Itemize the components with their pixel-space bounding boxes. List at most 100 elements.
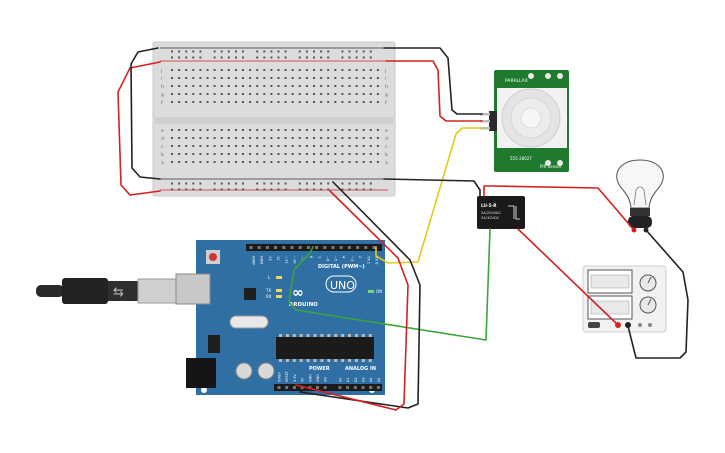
breadboard-hole[interactable] (192, 93, 195, 95)
breadboard-hole[interactable] (376, 77, 379, 79)
breadboard-hole[interactable] (249, 137, 252, 139)
breadboard-hole[interactable] (171, 145, 173, 147)
breadboard-hole[interactable] (291, 145, 294, 147)
rail-hole[interactable] (242, 188, 244, 191)
rail-hole[interactable] (327, 188, 330, 191)
breadboard-hole[interactable] (256, 137, 259, 139)
rail-hole[interactable] (341, 56, 344, 59)
breadboard-hole[interactable] (348, 77, 351, 79)
breadboard-hole[interactable] (213, 161, 216, 163)
breadboard-hole[interactable] (249, 69, 252, 71)
breadboard-hole[interactable] (313, 153, 315, 155)
breadboard-hole[interactable] (242, 93, 244, 95)
breadboard-hole[interactable] (369, 77, 372, 79)
digital-pin-socket[interactable] (339, 246, 343, 249)
breadboard-hole[interactable] (327, 145, 330, 147)
breadboard-hole[interactable] (213, 129, 216, 131)
rail-hole[interactable] (369, 182, 372, 185)
negative-terminal[interactable] (625, 322, 631, 328)
breadboard-hole[interactable] (298, 101, 301, 103)
breadboard-hole[interactable] (305, 161, 308, 163)
breadboard-hole[interactable] (341, 153, 344, 155)
rail-hole[interactable] (341, 50, 344, 53)
pir-pin-vcc[interactable] (480, 120, 490, 123)
breadboard-hole[interactable] (171, 101, 173, 103)
breadboard-hole[interactable] (178, 145, 181, 147)
breadboard-hole[interactable] (277, 85, 280, 87)
breadboard-hole[interactable] (192, 137, 195, 139)
reset-button[interactable] (209, 253, 217, 261)
breadboard-hole[interactable] (249, 77, 252, 79)
breadboard-hole[interactable] (178, 93, 181, 95)
breadboard-hole[interactable] (334, 161, 337, 163)
wire-red-arduino-5v[interactable] (295, 190, 409, 411)
digital-pin-socket[interactable] (323, 246, 327, 249)
rail-hole[interactable] (313, 188, 315, 191)
breadboard-hole[interactable] (263, 85, 266, 87)
rail-hole[interactable] (327, 182, 330, 185)
power-pin-socket[interactable] (376, 386, 380, 389)
breadboard-hole[interactable] (298, 69, 301, 71)
breadboard-hole[interactable] (369, 145, 372, 147)
breadboard-hole[interactable] (220, 145, 223, 147)
rail-hole[interactable] (242, 182, 244, 185)
breadboard-hole[interactable] (362, 77, 365, 79)
breadboard-hole[interactable] (256, 153, 259, 155)
breadboard-hole[interactable] (277, 129, 280, 131)
breadboard-hole[interactable] (178, 77, 181, 79)
breadboard-hole[interactable] (220, 161, 223, 163)
breadboard-hole[interactable] (355, 69, 358, 71)
rail-hole[interactable] (213, 188, 216, 191)
breadboard-hole[interactable] (341, 77, 344, 79)
breadboard-hole[interactable] (192, 153, 195, 155)
rail-hole[interactable] (234, 182, 237, 185)
breadboard-hole[interactable] (298, 161, 301, 163)
pir-pin-gnd[interactable] (480, 113, 490, 116)
breadboard-hole[interactable] (376, 101, 379, 103)
breadboard-hole[interactable] (362, 137, 365, 139)
rail-hole[interactable] (263, 56, 266, 59)
breadboard-hole[interactable] (263, 145, 266, 147)
breadboard-hole[interactable] (305, 145, 308, 147)
breadboard-hole[interactable] (192, 77, 195, 79)
breadboard-hole[interactable] (369, 153, 372, 155)
breadboard-hole[interactable] (171, 69, 173, 71)
rail-hole[interactable] (263, 50, 266, 53)
rail-hole[interactable] (220, 50, 223, 53)
wire-black-pir-gnd[interactable] (383, 47, 483, 115)
breadboard-hole[interactable] (178, 85, 181, 87)
rail-hole[interactable] (178, 182, 181, 185)
breadboard-hole[interactable] (227, 129, 230, 131)
breadboard-hole[interactable] (263, 137, 266, 139)
breadboard-hole[interactable] (206, 145, 209, 147)
breadboard-hole[interactable] (199, 93, 202, 95)
rail-hole[interactable] (298, 56, 301, 59)
breadboard-hole[interactable] (313, 161, 315, 163)
breadboard-hole[interactable] (234, 161, 237, 163)
breadboard-hole[interactable] (249, 161, 252, 163)
breadboard-hole[interactable] (206, 101, 209, 103)
pir-sensor[interactable]: PARALLAX 555-28027 PIR Sensor (480, 70, 569, 172)
rail-hole[interactable] (327, 50, 330, 53)
breadboard-hole[interactable] (220, 153, 223, 155)
breadboard-hole[interactable] (206, 153, 209, 155)
breadboard-hole[interactable] (355, 85, 358, 87)
breadboard-hole[interactable] (234, 85, 237, 87)
breadboard-hole[interactable] (256, 161, 259, 163)
breadboard-hole[interactable] (270, 129, 273, 131)
breadboard-hole[interactable] (206, 93, 209, 95)
rail-hole[interactable] (277, 56, 280, 59)
breadboard-hole[interactable] (171, 129, 173, 131)
breadboard-hole[interactable] (192, 145, 195, 147)
breadboard-hole[interactable] (355, 77, 358, 79)
rail-hole[interactable] (355, 188, 358, 191)
rail-hole[interactable] (227, 50, 230, 53)
breadboard-hole[interactable] (242, 153, 244, 155)
breadboard-hole[interactable] (270, 85, 273, 87)
breadboard-hole[interactable] (256, 77, 259, 79)
breadboard-hole[interactable] (320, 77, 323, 79)
breadboard-hole[interactable] (327, 153, 330, 155)
breadboard-hole[interactable] (305, 93, 308, 95)
breadboard-hole[interactable] (234, 77, 237, 79)
breadboard-hole[interactable] (369, 137, 372, 139)
